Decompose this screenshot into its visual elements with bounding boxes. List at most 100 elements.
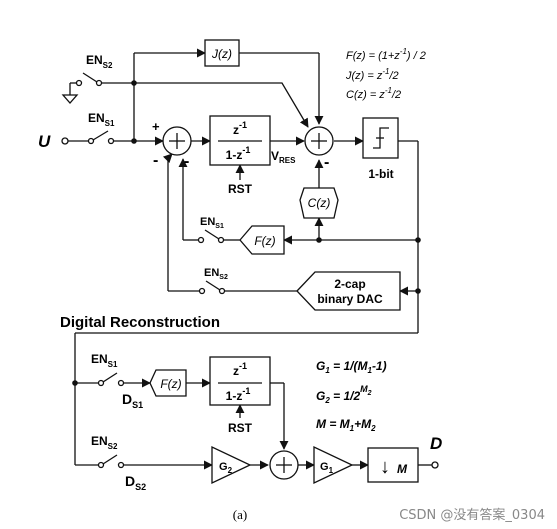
ds1-sub: S1	[132, 400, 143, 410]
dac-block	[296, 271, 401, 311]
g2-sub: 2	[228, 466, 233, 475]
section-title: Digital Reconstruction	[60, 314, 220, 331]
svg-text:J(z) = z-1/2: J(z) = z-1/2	[345, 67, 399, 82]
svg-text:ENS1: ENS1	[91, 352, 118, 369]
svg-text:ENS2: ENS2	[86, 53, 113, 70]
quantizer-label: 1-bit	[368, 167, 393, 181]
eq-m-def-sub2: 2	[370, 424, 376, 433]
en-s1-fb-label: EN	[200, 216, 215, 228]
switch-ens1-top	[92, 130, 109, 141]
eq-g2-def-sup: M	[360, 384, 368, 394]
ground-icon	[61, 94, 79, 104]
j-block	[204, 39, 240, 67]
svg-text:ENS1: ENS1	[200, 216, 224, 230]
plus-sign: +	[152, 119, 160, 134]
vres-sub: RES	[279, 156, 296, 165]
int1-den: 1-z	[226, 148, 243, 162]
svg-text:G2: G2	[219, 461, 233, 475]
svg-text:M = M1+M2: M = M1+M2	[316, 417, 376, 433]
minus-sign-3: -	[324, 154, 329, 171]
summer-2	[304, 126, 334, 156]
eq-g2-def-sub: 2	[324, 396, 330, 405]
svg-text:DS1: DS1	[122, 391, 143, 410]
integrator-1: z-1 1-z-1	[209, 115, 271, 166]
summer-1	[162, 126, 192, 156]
eq-f-def: F(z) = (1+z	[346, 50, 400, 62]
eq-g1-def-tail: -1)	[372, 359, 387, 373]
eq-j-def-tail: /2	[389, 70, 399, 82]
switch-ens1-fb	[204, 229, 220, 240]
c-block	[299, 187, 339, 219]
svg-text:1-z-1: 1-z-1	[226, 145, 251, 162]
g1-sub: 1	[329, 466, 334, 475]
svg-text:z-1: z-1	[233, 361, 247, 378]
int1-num-sup: -1	[239, 120, 247, 130]
en-s2-dr-sub: S2	[108, 442, 118, 451]
c-block-label: C(z)	[308, 196, 331, 210]
switch-ens2-dr	[102, 454, 118, 465]
quantizer-block	[362, 117, 399, 159]
eq-g2-def-sup-sub: 2	[367, 390, 372, 397]
f-block-reconstruction	[149, 369, 187, 397]
f-block-feedback	[239, 225, 285, 255]
reconstruction-wires	[75, 372, 439, 470]
watermark: CSDN @没有答案_0304	[399, 507, 545, 523]
svg-text:1-z-1: 1-z-1	[226, 386, 251, 403]
rst-label-1: RST	[228, 182, 253, 196]
integrator-2: z-1 1-z-1	[209, 356, 271, 406]
ds2-label: D	[125, 473, 135, 489]
output-terminal	[431, 461, 439, 469]
svg-text:G1 = 1/(M1-1): G1 = 1/(M1-1)	[316, 359, 387, 375]
svg-text:G2 = 1/2M2: G2 = 1/2M2	[316, 384, 372, 405]
en-s1-dr-label: EN	[91, 352, 108, 366]
eq-j-def: J(z) = z	[345, 70, 383, 82]
eq-c-def: C(z) = z	[346, 89, 385, 101]
int1-num: z	[233, 123, 239, 137]
ds1-label: D	[122, 391, 132, 407]
decimator-arrow-icon: ↓	[380, 456, 390, 478]
int2-num: z	[233, 364, 239, 378]
en-s1-top-sub: S1	[105, 119, 115, 128]
ds2-sub: S2	[135, 482, 146, 492]
decimator-block	[367, 447, 419, 483]
eq-g1-def-sub2: 1	[367, 366, 372, 375]
switch-ens2-fb	[205, 280, 221, 291]
svg-text:z-1: z-1	[233, 120, 247, 137]
j-block-label: J(z)	[211, 47, 232, 61]
f-block-feedback-label: F(z)	[254, 234, 275, 248]
en-s2-dr-label: EN	[91, 434, 108, 448]
eq-g1-def-sub: 1	[325, 366, 330, 375]
en-s2-fb-label: EN	[204, 267, 219, 279]
int2-num-sup: -1	[239, 361, 247, 371]
svg-text:F(z) = (1+z-1) / 2: F(z) = (1+z-1) / 2	[346, 47, 426, 62]
en-s1-dr-sub: S1	[108, 360, 118, 369]
en-s2-top-label: EN	[86, 53, 103, 67]
top-loop-wires	[61, 48, 421, 465]
dac-line2: binary DAC	[317, 292, 383, 306]
dac-line1: 2-cap	[334, 277, 365, 291]
svg-text:ENS2: ENS2	[91, 434, 118, 451]
eq-g2-def-mid: = 1/2	[330, 389, 361, 403]
switch-ens2-top	[82, 72, 98, 83]
eq-c-def-sup: -1	[385, 86, 392, 95]
g2-block	[211, 445, 252, 485]
svg-text:ENS1: ENS1	[88, 111, 115, 128]
rst-label-2: RST	[228, 421, 253, 435]
eq-c-def-tail: /2	[391, 89, 401, 101]
eq-g2-def: G	[316, 389, 325, 403]
g1-block	[313, 445, 354, 485]
vres-label: V	[271, 149, 279, 163]
svg-text:C(z) = z-1/2: C(z) = z-1/2	[346, 86, 401, 101]
svg-text:ENS2: ENS2	[204, 267, 228, 281]
decimator-m-label: M	[397, 462, 408, 476]
int1-den-sup: -1	[242, 145, 250, 155]
eq-m-def: M = M	[316, 417, 351, 431]
eq-j-def-sup: -1	[382, 67, 389, 76]
eq-f-def-tail: ) / 2	[405, 50, 426, 62]
g2-label: G	[219, 461, 228, 473]
svg-text:DS2: DS2	[125, 473, 146, 492]
eq-f-def-sup: -1	[400, 47, 407, 56]
output-d-label: D	[430, 434, 442, 453]
eq-m-def-sub: 1	[350, 424, 355, 433]
